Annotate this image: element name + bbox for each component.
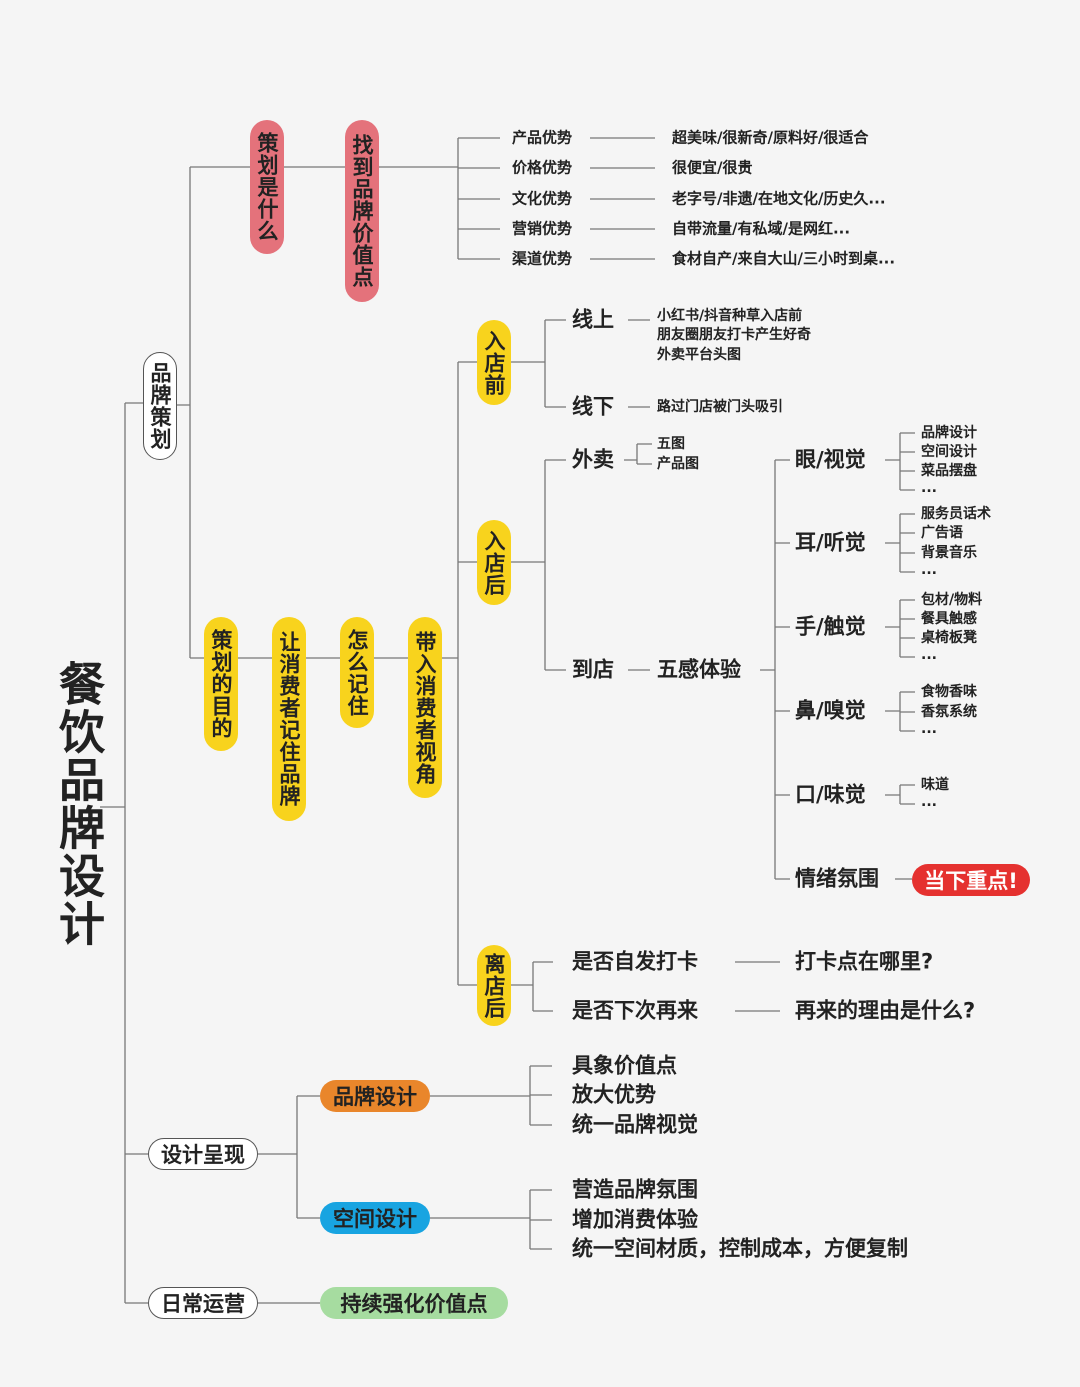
sense-item: 香氛系统 [921, 704, 977, 720]
space-design-item: 营造品牌氛围 [572, 1177, 698, 1202]
delivery-label: 外卖 [572, 447, 614, 472]
five-senses-label: 五感体验 [657, 657, 741, 682]
sense-item: 广告语 [921, 525, 963, 541]
after-answer: 再来的理由是什么? [795, 998, 976, 1023]
mood-label: 情绪氛围 [795, 866, 879, 891]
sense-item: 品牌设计 [921, 425, 977, 441]
key-focus-badge: 当下重点! [912, 864, 1030, 896]
node-design: 设计呈现 [148, 1138, 258, 1170]
advantage-value: 自带流量/有私域/是网红... [672, 219, 851, 238]
node-after-store: 离店后 [477, 945, 511, 1026]
online-label: 线上 [572, 307, 614, 332]
sense-hearing: 耳/听觉 [795, 530, 866, 555]
sense-item: ... [921, 562, 937, 578]
node-what-is-planning: 策划是什么 [250, 120, 284, 254]
after-question: 是否下次再来 [572, 998, 698, 1023]
sense-item: 服务员话术 [921, 506, 991, 522]
node-in-store: 入店后 [477, 520, 511, 605]
space-design-item: 增加消费体验 [572, 1207, 698, 1232]
sense-item: 味道 [921, 777, 949, 793]
space-design-item: 统一空间材质，控制成本，方便复制 [572, 1236, 908, 1261]
node-brand-planning: 品牌策划 [143, 352, 177, 460]
node-find-value-point: 找到品牌价值点 [345, 120, 379, 302]
sense-item: 背景音乐 [921, 545, 977, 561]
sense-sight: 眼/视觉 [795, 447, 866, 472]
delivery-item: 五图 [657, 436, 685, 452]
brand-design-item: 具象价值点 [572, 1053, 677, 1078]
sense-item: ... [921, 721, 937, 737]
brand-design-item: 放大优势 [572, 1082, 656, 1107]
after-answer: 打卡点在哪里? [795, 949, 934, 974]
advantage-label: 营销优势 [512, 219, 573, 238]
advantage-label: 文化优势 [512, 189, 573, 208]
sense-item: 食物香味 [921, 684, 977, 700]
offline-item: 路过门店被门头吸引 [657, 399, 783, 415]
brand-design-item: 统一品牌视觉 [572, 1112, 698, 1137]
sense-touch: 手/触觉 [795, 614, 866, 639]
node-brand-design: 品牌设计 [320, 1080, 430, 1112]
advantage-label: 价格优势 [512, 158, 573, 177]
node-how-remember: 怎么记住 [340, 617, 374, 728]
node-reinforce-value: 持续强化价值点 [320, 1287, 508, 1319]
advantage-value: 超美味/很新奇/原料好/很适合 [672, 128, 869, 147]
online-item: 小红书/抖音种草入店前 [657, 308, 803, 324]
sense-taste: 口/味觉 [795, 782, 866, 807]
node-consumer-view: 带入消费者视角 [408, 617, 442, 798]
main-title: 餐饮品牌设计 [52, 660, 106, 948]
sense-item: ... [921, 794, 937, 810]
sense-item: ... [921, 480, 937, 496]
advantage-label: 渠道优势 [512, 249, 573, 268]
offline-label: 线下 [572, 394, 614, 419]
advantage-value: 很便宜/很贵 [672, 158, 753, 177]
online-item: 朋友圈朋友打卡产生好奇 [657, 327, 811, 343]
advantage-value: 老字号/非遗/在地文化/历史久... [672, 189, 886, 208]
delivery-item: 产品图 [657, 456, 699, 472]
node-before-store: 入店前 [477, 320, 511, 405]
sense-item: 空间设计 [921, 444, 977, 460]
after-question: 是否自发打卡 [572, 949, 698, 974]
sense-item: ... [921, 647, 937, 663]
node-remember-brand: 让消费者记住品牌 [272, 617, 306, 821]
advantage-label: 产品优势 [512, 128, 573, 147]
online-item: 外卖平台头图 [657, 347, 741, 363]
advantage-value: 食材自产/来自大山/三小时到桌... [672, 249, 896, 268]
sense-item: 桌椅板凳 [921, 630, 977, 646]
instore-label: 到店 [572, 657, 614, 682]
sense-item: 餐具触感 [921, 611, 977, 627]
node-daily-ops: 日常运营 [148, 1287, 258, 1319]
sense-item: 包材/物料 [921, 592, 983, 608]
sense-smell: 鼻/嗅觉 [795, 698, 866, 723]
node-purpose: 策划的目的 [204, 617, 238, 751]
sense-item: 菜品摆盘 [921, 463, 977, 479]
node-space-design: 空间设计 [320, 1202, 430, 1234]
